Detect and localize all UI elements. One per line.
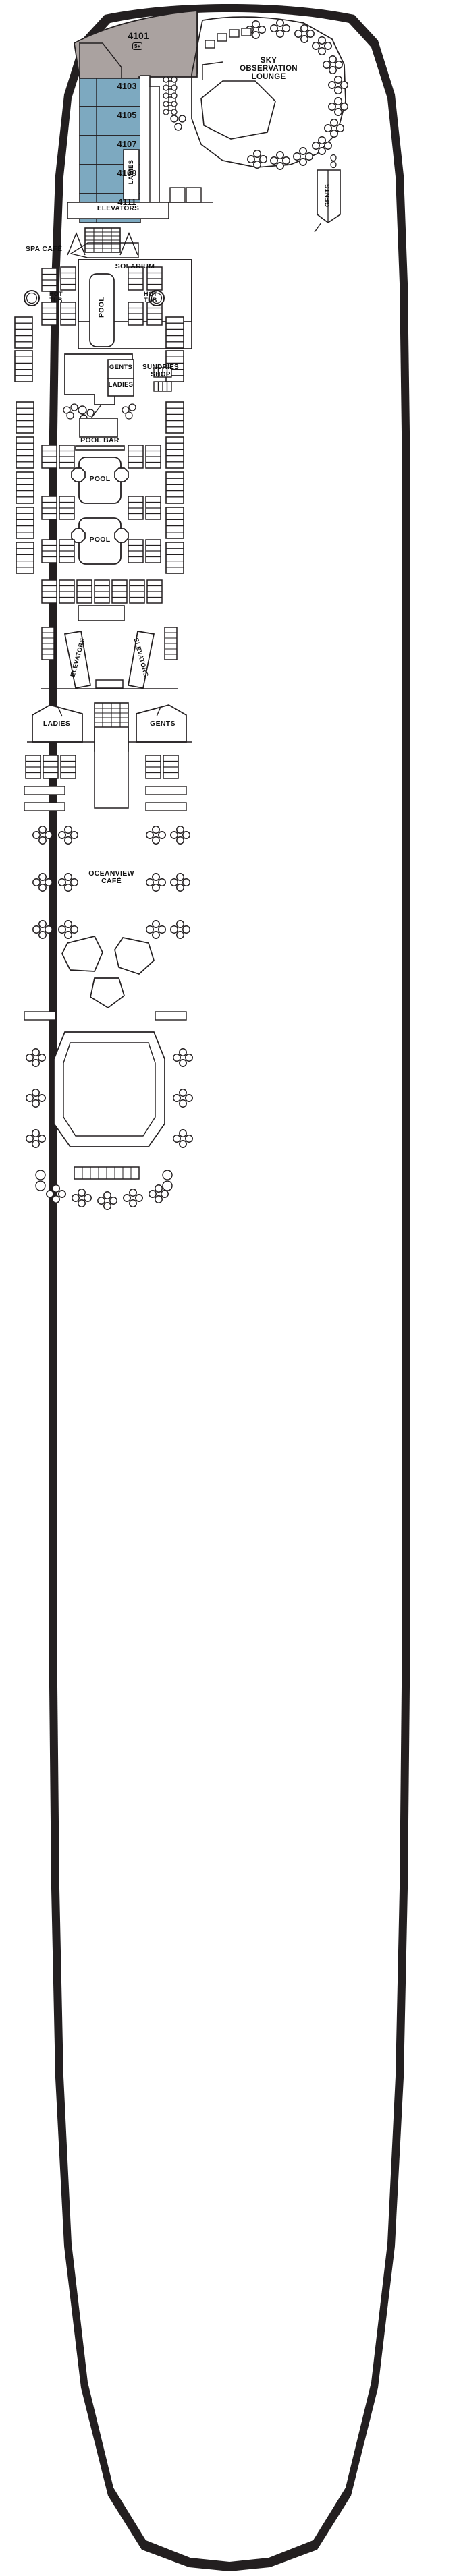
label-hot-tub-right: HOT TUB xyxy=(144,291,157,304)
label-ladies-mid: LADIES xyxy=(108,381,134,389)
cabin-number-4103[interactable]: 4103 xyxy=(117,81,137,91)
label-elevators-upper: ELEVATORS xyxy=(97,205,140,212)
cabin-number-4111[interactable]: 4111 xyxy=(117,197,136,207)
label-pool-bar: POOL BAR xyxy=(80,436,119,445)
cabin-number-4105[interactable]: 4105 xyxy=(117,110,137,120)
label-pool-mid-1: POOL xyxy=(89,475,111,483)
cabin-number-4107[interactable]: 4107 xyxy=(117,139,137,149)
label-ladies-lower: LADIES xyxy=(43,720,71,728)
label-solarium: SOLARIUM xyxy=(115,262,155,270)
label-pool-mid-2: POOL xyxy=(89,536,111,544)
label-sky-observation-lounge: SKY OBSERVATION LOUNGE xyxy=(240,57,298,82)
cabin-number-4101[interactable]: 4101 xyxy=(128,30,149,41)
label-spa-cafe: SPA CAFÉ xyxy=(25,245,63,253)
label-hot-tub-left: HOT TUB xyxy=(49,291,63,304)
cabin-occupancy-4101: 5+ xyxy=(132,42,143,50)
label-gents-mid: GENTS xyxy=(109,364,133,371)
cabin-number-4109[interactable]: 4109 xyxy=(117,168,137,178)
label-sundries-shop: SUNDRIES SHOP xyxy=(142,364,180,378)
label-gents-upper: GENTS xyxy=(324,183,332,208)
label-oceanview-cafe: OCEANVIEW CAFÉ xyxy=(88,869,134,886)
label-gents-lower: GENTS xyxy=(150,720,176,728)
label-ladies-upper: LADIES xyxy=(128,159,136,185)
label-pool-solarium: POOL xyxy=(97,297,106,318)
